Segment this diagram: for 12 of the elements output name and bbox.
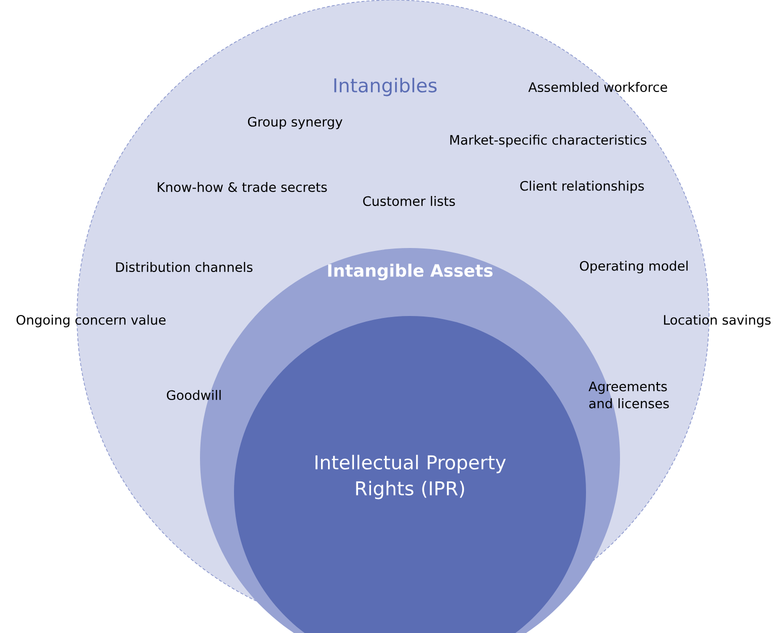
item-label: Client relationships	[520, 180, 644, 194]
item-label: Distribution channels	[116, 262, 252, 272]
item-label: Know-how & trade secrets	[158, 182, 327, 192]
item-label: Operating model	[580, 260, 688, 274]
item-label: Customer lists	[363, 196, 455, 206]
item-label: Goodwill	[166, 390, 221, 400]
item-label: Assembled workforce	[528, 82, 668, 92]
item-label: Market-specific characteristics	[450, 134, 646, 148]
item-label: Ongoing concern value	[16, 314, 166, 328]
item-label: Group synergy	[248, 116, 342, 130]
item-label: Location savings	[664, 314, 771, 328]
circle-region: Intellectual Property Rights (IPR)	[234, 316, 586, 633]
